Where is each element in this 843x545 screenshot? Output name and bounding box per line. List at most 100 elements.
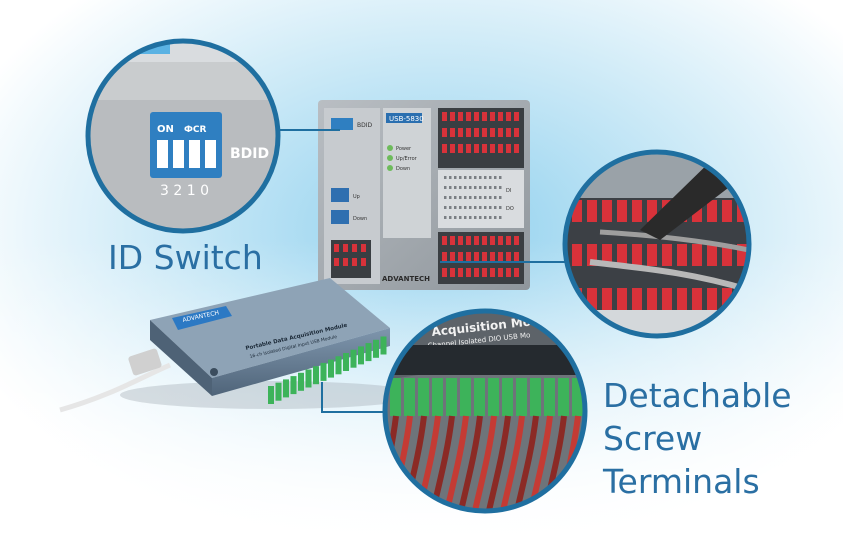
terminal-lever: [632, 288, 642, 310]
header-pin: [464, 196, 467, 199]
header-pin: [499, 176, 502, 179]
led-down-label: Down: [396, 166, 410, 172]
terminal-lever: [442, 252, 447, 261]
wire: [485, 415, 511, 511]
header-pin: [464, 186, 467, 189]
dip-key: [189, 140, 200, 168]
header-pin: [474, 196, 477, 199]
terminal-lever: [474, 112, 479, 121]
header-pin: [479, 206, 482, 209]
screw-terminal: [432, 378, 443, 416]
header-pin: [444, 206, 447, 209]
terminal-lever: [587, 200, 597, 222]
terminal-lever: [442, 268, 447, 277]
terminal-lever: [466, 128, 471, 137]
header-pin: [469, 196, 472, 199]
header-pin: [454, 186, 457, 189]
terminal-lever: [572, 244, 582, 266]
terminal-lever: [707, 288, 717, 310]
dip-brand-mark: ФCR: [184, 125, 207, 135]
screw-terminal: [320, 362, 327, 381]
header-pin: [489, 196, 492, 199]
header-pin: [479, 196, 482, 199]
header-pin: [449, 196, 452, 199]
terminal-lever: [482, 268, 487, 277]
terminal-lever: [647, 244, 657, 266]
terminal-lever: [514, 268, 519, 277]
detachable-line: Detachable: [603, 376, 792, 415]
header-pin: [459, 196, 462, 199]
led-up-error: [387, 155, 393, 161]
screw-terminal: [516, 378, 527, 416]
header-pin: [479, 216, 482, 219]
terminal-lever: [587, 288, 597, 310]
terminal-lever: [498, 252, 503, 261]
wire: [457, 415, 483, 511]
terminal-lever: [602, 200, 612, 222]
terminal-lever: [707, 244, 717, 266]
terminal-lever: [506, 236, 511, 245]
header-pin: [459, 206, 462, 209]
terminal-lever: [474, 252, 479, 261]
terminal-lever: [458, 268, 463, 277]
header-pin: [454, 206, 457, 209]
terminal-lever: [450, 268, 455, 277]
terminal-lever: [442, 236, 447, 245]
terminal-lever: [647, 288, 657, 310]
header-pin: [459, 176, 462, 179]
brand-label-top: ADVANTECH: [382, 275, 430, 283]
terminal-lever: [514, 128, 519, 137]
terminal-lever: [498, 268, 503, 277]
header-pin: [464, 176, 467, 179]
screw-terminal: [418, 378, 429, 416]
terminal-lever: [361, 244, 366, 252]
terminal-lever: [474, 128, 479, 137]
screw-terminal: [502, 378, 513, 416]
terminal-lever: [352, 244, 357, 252]
terminal-lever: [458, 144, 463, 153]
terminal-lever: [482, 252, 487, 261]
terminal-lever: [466, 112, 471, 121]
usb-up-label: Up: [353, 194, 360, 200]
terminal-lever: [737, 244, 747, 266]
terminal-lever: [474, 144, 479, 153]
header-pin: [494, 176, 497, 179]
header-pin: [489, 176, 492, 179]
terminal-lever: [617, 244, 627, 266]
terminal-lever: [490, 268, 495, 277]
terminal-lever: [506, 128, 511, 137]
terminal-lever: [490, 236, 495, 245]
header-pin: [459, 216, 462, 219]
terminal-lever: [514, 112, 519, 121]
header-pin: [474, 216, 477, 219]
terminal-lever: [514, 236, 519, 245]
terminal-lever: [677, 288, 687, 310]
screw-terminal: [358, 346, 364, 365]
terminal-lever: [458, 112, 463, 121]
screw-terminal: [328, 359, 334, 378]
screw-terminal: [350, 349, 357, 368]
screw-terminal: [446, 378, 457, 416]
terminal-lever: [490, 128, 495, 137]
dip-bdid-label: BDID: [230, 146, 269, 162]
terminals-line: Terminals: [603, 462, 760, 501]
zoom-screw-terminals: Acquisition Mo Channel Isolated DIO USB …: [382, 308, 588, 514]
terminal-lever: [482, 144, 487, 153]
model-label: USB-5830: [389, 115, 424, 123]
header-pin: [464, 206, 467, 209]
usb-port-down: [331, 210, 349, 224]
terminal-lever: [361, 258, 366, 266]
header-pin: [469, 206, 472, 209]
terminal-lever: [498, 144, 503, 153]
detachable-screw-terminals-label: Detachable Screw Terminals: [603, 374, 792, 503]
terminal-lever: [572, 200, 582, 222]
terminal-lever: [450, 144, 455, 153]
terminal-lever: [498, 112, 503, 121]
header-pin: [449, 186, 452, 189]
terminal-lever: [450, 128, 455, 137]
header-pin: [469, 216, 472, 219]
terminal-lever: [498, 236, 503, 245]
zoom-top-terminal: [562, 149, 752, 339]
header-pin: [484, 176, 487, 179]
header-pin: [479, 176, 482, 179]
